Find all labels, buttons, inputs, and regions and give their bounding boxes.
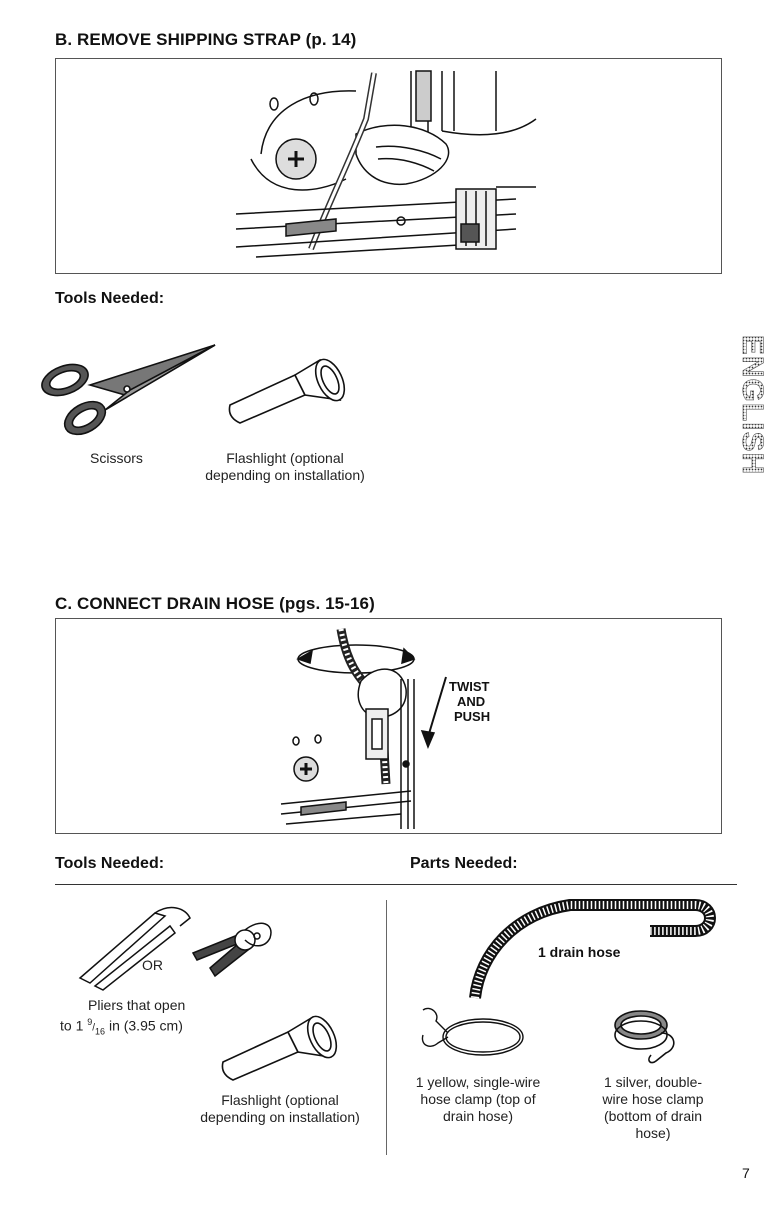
flashlight-c-line2: depending on installation) <box>200 1109 360 1125</box>
pliers-caption-suffix: in (3.95 cm) <box>105 1017 183 1034</box>
column-divider <box>386 900 387 1155</box>
pliers-caption-line1: Pliers that open <box>88 997 186 1013</box>
drain-hose-label: 1 drain hose <box>538 944 621 960</box>
flashlight-c-line1: Flashlight (optional <box>221 1092 339 1108</box>
fraction-denominator: 16 <box>95 1026 106 1037</box>
flashlight-caption-line1: Flashlight (optional <box>226 450 344 466</box>
section-b-heading: B. REMOVE SHIPPING STRAP (p. 14) <box>55 30 357 49</box>
push-label: PUSH <box>454 709 491 724</box>
section-divider <box>55 884 737 885</box>
shipping-strap-illustration <box>55 58 722 274</box>
flashlight-caption-c: Flashlight (optional depending on instal… <box>180 1092 380 1126</box>
drain-hose-illustration: TWIST AND PUSH <box>55 618 722 834</box>
twist-label: TWIST <box>449 679 490 694</box>
silver-clamp-line2: wire hose clamp <box>602 1091 704 1107</box>
silver-clamp-caption: 1 silver, double- wire hose clamp (botto… <box>578 1074 728 1142</box>
flashlight-caption-line2: depending on installation) <box>205 467 365 483</box>
twist-and-push-label: TWIST AND PUSH <box>449 679 490 724</box>
flashlight-caption: Flashlight (optional depending on instal… <box>185 450 385 484</box>
yellow-clamp-line2: hose clamp (top of <box>420 1091 536 1107</box>
silver-clamp-line1: 1 silver, double- <box>603 1074 703 1090</box>
pliers-icon <box>75 898 285 1003</box>
scissors-icon <box>35 340 225 450</box>
language-side-tab: ENGLISH <box>736 315 770 495</box>
flashlight-icon-c <box>218 1012 348 1087</box>
section-c-tools-heading: Tools Needed: <box>55 855 165 872</box>
drain-hose-drawing <box>280 628 447 829</box>
silver-clamp-icon <box>606 1003 686 1073</box>
silver-clamp-line3: (bottom of drain <box>603 1108 703 1124</box>
pliers-caption-prefix: to 1 <box>60 1017 88 1034</box>
silver-clamp-line4: hose) <box>635 1125 671 1141</box>
section-c-parts-heading: Parts Needed: <box>410 855 518 872</box>
section-c-heading: C. CONNECT DRAIN HOSE (pgs. 15-16) <box>55 594 375 613</box>
pliers-caption-line2: to 1 9/16 in (3.95 cm) <box>60 1017 183 1037</box>
and-label: AND <box>457 694 486 709</box>
yellow-clamp-line1: 1 yellow, single-wire <box>415 1074 541 1090</box>
fraction-numerator: 9 <box>87 1017 93 1027</box>
page-number: 7 <box>742 1165 750 1181</box>
drain-hose-icon <box>460 893 720 1008</box>
section-b-tools-heading: Tools Needed: <box>55 290 165 307</box>
or-label: OR <box>142 957 163 973</box>
flashlight-icon <box>225 355 360 430</box>
yellow-clamp-line3: drain hose) <box>442 1108 514 1124</box>
yellow-clamp-caption: 1 yellow, single-wire hose clamp (top of… <box>398 1074 558 1125</box>
side-tab-label: ENGLISH <box>736 335 766 475</box>
pliers-caption: Pliers that open to 1 9/16 in (3.95 cm) <box>60 997 260 1040</box>
yellow-clamp-icon <box>418 1005 528 1070</box>
shipping-strap-drawing <box>235 70 537 258</box>
scissors-caption: Scissors <box>90 450 143 466</box>
